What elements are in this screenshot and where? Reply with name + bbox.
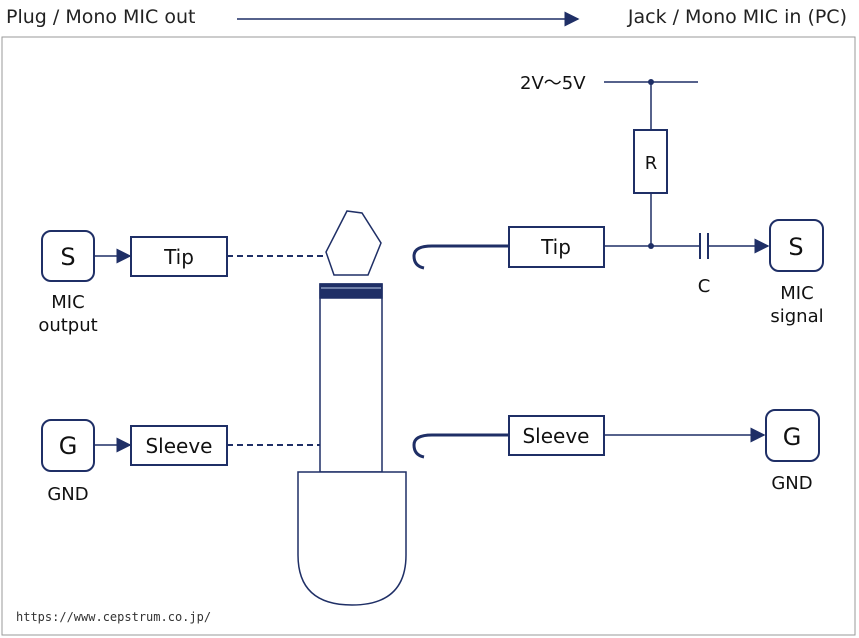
plug-handle (297, 471, 407, 606)
resistor-label: R (645, 153, 658, 174)
header-jack-title: Jack / Mono MIC in (PC) (627, 6, 847, 28)
plug-tip-label: Tip (163, 245, 194, 269)
jack-tip-box (508, 226, 605, 268)
plug-shaft (319, 283, 383, 473)
plug-tip-box (130, 236, 228, 277)
jack-sleeve-box (508, 415, 605, 456)
plug-signal-letter: S (60, 243, 75, 271)
jack-signal-node (769, 219, 824, 272)
plug-insulator-ring (319, 283, 383, 299)
diagram-frame (1, 36, 856, 636)
jack-ground-caption: GND (771, 473, 812, 494)
footer-url: https://www.cepstrum.co.jp/ (16, 610, 212, 624)
plug-sleeve-label: Sleeve (145, 434, 212, 458)
jack-signal-caption-2: signal (770, 306, 823, 327)
plug-ground-caption: GND (47, 484, 88, 505)
plug-illustration (297, 210, 407, 606)
jack-sleeve-label: Sleeve (522, 424, 589, 448)
capacitor-label: C (698, 276, 711, 297)
plug-tip-shape (325, 210, 382, 276)
plug-ground-letter: G (59, 432, 78, 460)
jack-tip-spring (412, 244, 509, 270)
jack-signal-letter: S (788, 233, 803, 261)
supply-voltage-label: 2V～5V (520, 73, 586, 94)
jack-signal-caption-1: MIC (780, 283, 813, 304)
jack-ground-node (765, 409, 820, 462)
jack-ground-letter: G (783, 423, 802, 451)
plug-signal-caption-1: MIC (51, 292, 84, 313)
tip-junction (648, 243, 654, 249)
plug-signal-caption-2: output (38, 315, 97, 336)
header-plug-title: Plug / Mono MIC out (6, 6, 196, 28)
jack-tip-label: Tip (540, 235, 571, 259)
jack-sleeve-spring (412, 433, 509, 459)
